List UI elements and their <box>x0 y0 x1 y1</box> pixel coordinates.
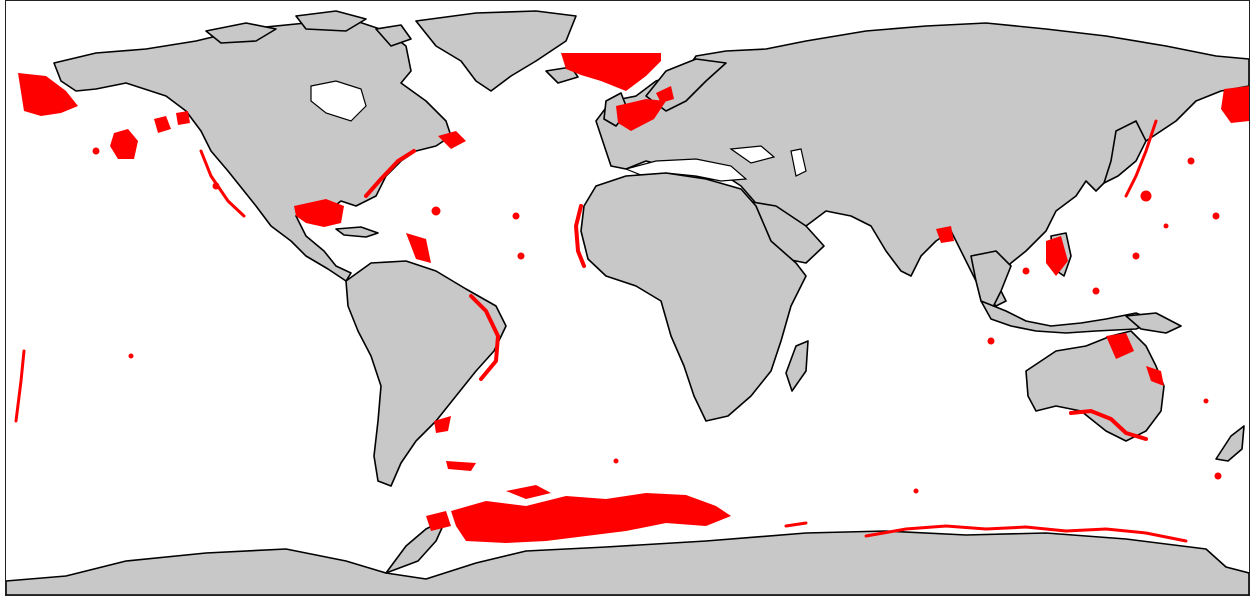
landmass-arctic-islands <box>205 10 412 47</box>
landmass-indochina <box>970 250 1012 312</box>
highlight-north-sea <box>616 99 666 131</box>
world-map <box>5 0 1250 596</box>
highlight-japan-trench <box>1124 119 1158 198</box>
landmass-australia <box>1025 330 1165 442</box>
highlight-caribbean <box>406 233 431 263</box>
highlight-bay-of-bengal <box>936 226 954 243</box>
highlight-patagonia <box>446 461 476 471</box>
highlight-north-australia <box>1106 333 1134 359</box>
highlight-west-africa <box>573 204 586 268</box>
highlight-antarctic-coast <box>784 521 1188 543</box>
black-sea <box>729 145 776 164</box>
landmass-japan <box>1103 120 1147 184</box>
highlight-south-australia <box>1069 408 1148 441</box>
highlight-scattered-dots <box>92 147 1222 494</box>
landmass-new-guinea <box>1125 312 1182 334</box>
highlight-gulf-of-mexico <box>294 199 344 227</box>
highlight-southern-ocean-fringe <box>426 485 551 531</box>
landmass-madagascar <box>785 340 809 392</box>
highlight-ne-pacific-2 <box>154 111 190 133</box>
landmass-antarctica <box>6 530 1249 595</box>
landmass-south-america <box>345 260 507 487</box>
highlight-southern-ocean-block <box>451 493 731 543</box>
highlight-rio-de-la-plata <box>434 416 451 433</box>
caspian-sea <box>790 148 807 177</box>
map-canvas <box>6 10 1249 595</box>
landmass-iceland <box>545 66 579 84</box>
highlight-regions <box>14 53 1249 543</box>
highlight-south-pacific-line <box>14 349 26 423</box>
highlight-north-atlantic-block <box>561 53 661 91</box>
landmasses <box>6 10 1249 595</box>
highlight-east-australia <box>1146 366 1164 386</box>
highlight-us-west-coast <box>199 149 246 218</box>
landmass-cuba <box>335 226 379 238</box>
landmass-africa <box>580 172 807 422</box>
highlight-south-china-sea <box>1046 236 1068 276</box>
highlight-brazil-coast <box>469 294 501 381</box>
highlight-us-east-coast <box>364 149 416 198</box>
highlight-kamchatka <box>1221 86 1249 123</box>
highlight-alaska <box>18 73 78 116</box>
highlight-nova-scotia <box>438 131 466 149</box>
highlight-norway-coast <box>656 86 674 103</box>
hudson-bay <box>310 80 367 122</box>
highlight-ne-pacific-1 <box>110 129 138 159</box>
landmass-greenland <box>415 10 577 92</box>
landmass-new-zealand <box>1215 425 1245 462</box>
